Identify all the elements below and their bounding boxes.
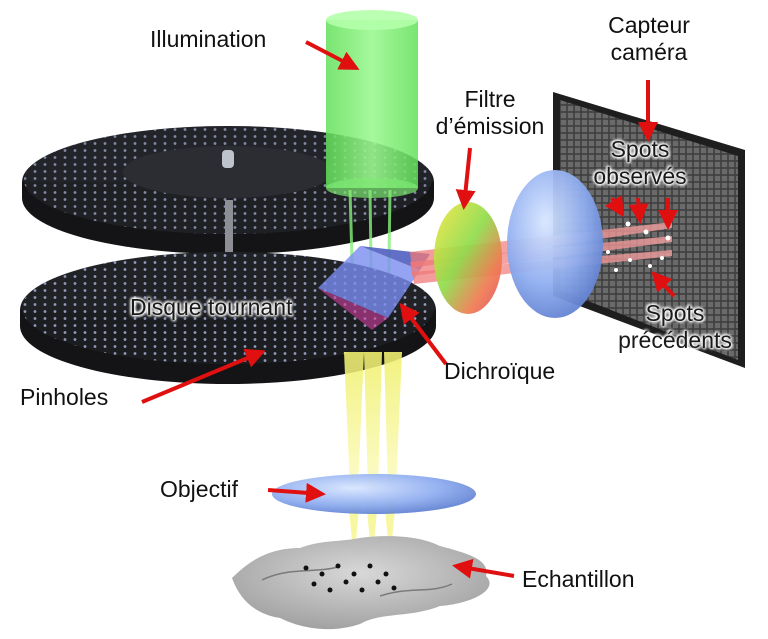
arrow-objectif bbox=[267, 482, 326, 503]
label-spots-observes: Spots observés bbox=[580, 136, 700, 190]
label-filtre-line1: Filtre bbox=[464, 86, 516, 112]
label-disque-tournant: Disque tournant bbox=[130, 294, 293, 320]
emission-filter bbox=[434, 202, 502, 314]
sample bbox=[232, 536, 490, 630]
label-filtre-line2: d’émission bbox=[435, 113, 545, 139]
arrow-spots-obs-1 bbox=[605, 195, 625, 218]
arrow-illumination bbox=[305, 40, 360, 70]
label-spots-prec-line2: précédents bbox=[618, 327, 732, 353]
label-spots-precedents: Spots précédents bbox=[600, 300, 750, 354]
label-filtre: Filtre d’émission bbox=[430, 86, 550, 140]
spindle-cap bbox=[222, 150, 234, 168]
label-echantillon: Echantillon bbox=[522, 566, 635, 592]
arrow-dichroique bbox=[399, 302, 448, 366]
label-pinholes: Pinholes bbox=[20, 384, 109, 410]
label-dichroique: Dichroïque bbox=[444, 358, 556, 384]
label-capteur: Capteur caméra bbox=[594, 12, 704, 66]
arrow-filtre bbox=[455, 147, 476, 210]
previous-spots bbox=[606, 250, 664, 272]
disk-shaft bbox=[225, 200, 233, 280]
label-objectif: Objectif bbox=[160, 476, 238, 502]
observed-spots bbox=[625, 221, 671, 241]
label-capteur-line2: caméra bbox=[610, 39, 688, 65]
camera-lens bbox=[507, 170, 603, 318]
label-capteur-line1: Capteur bbox=[608, 12, 690, 38]
pointer-arrows bbox=[141, 40, 678, 579]
arrow-pinholes bbox=[141, 348, 266, 404]
label-illumination: Illumination bbox=[150, 26, 267, 52]
label-spots-obs-line2: observés bbox=[593, 163, 687, 189]
arrow-echantillon bbox=[452, 558, 515, 579]
label-spots-obs-line1: Spots bbox=[610, 136, 670, 162]
label-spots-prec-line1: Spots bbox=[645, 300, 705, 326]
arrow-spots-prec bbox=[651, 271, 676, 298]
arrow-spots-obs-2 bbox=[628, 197, 649, 224]
